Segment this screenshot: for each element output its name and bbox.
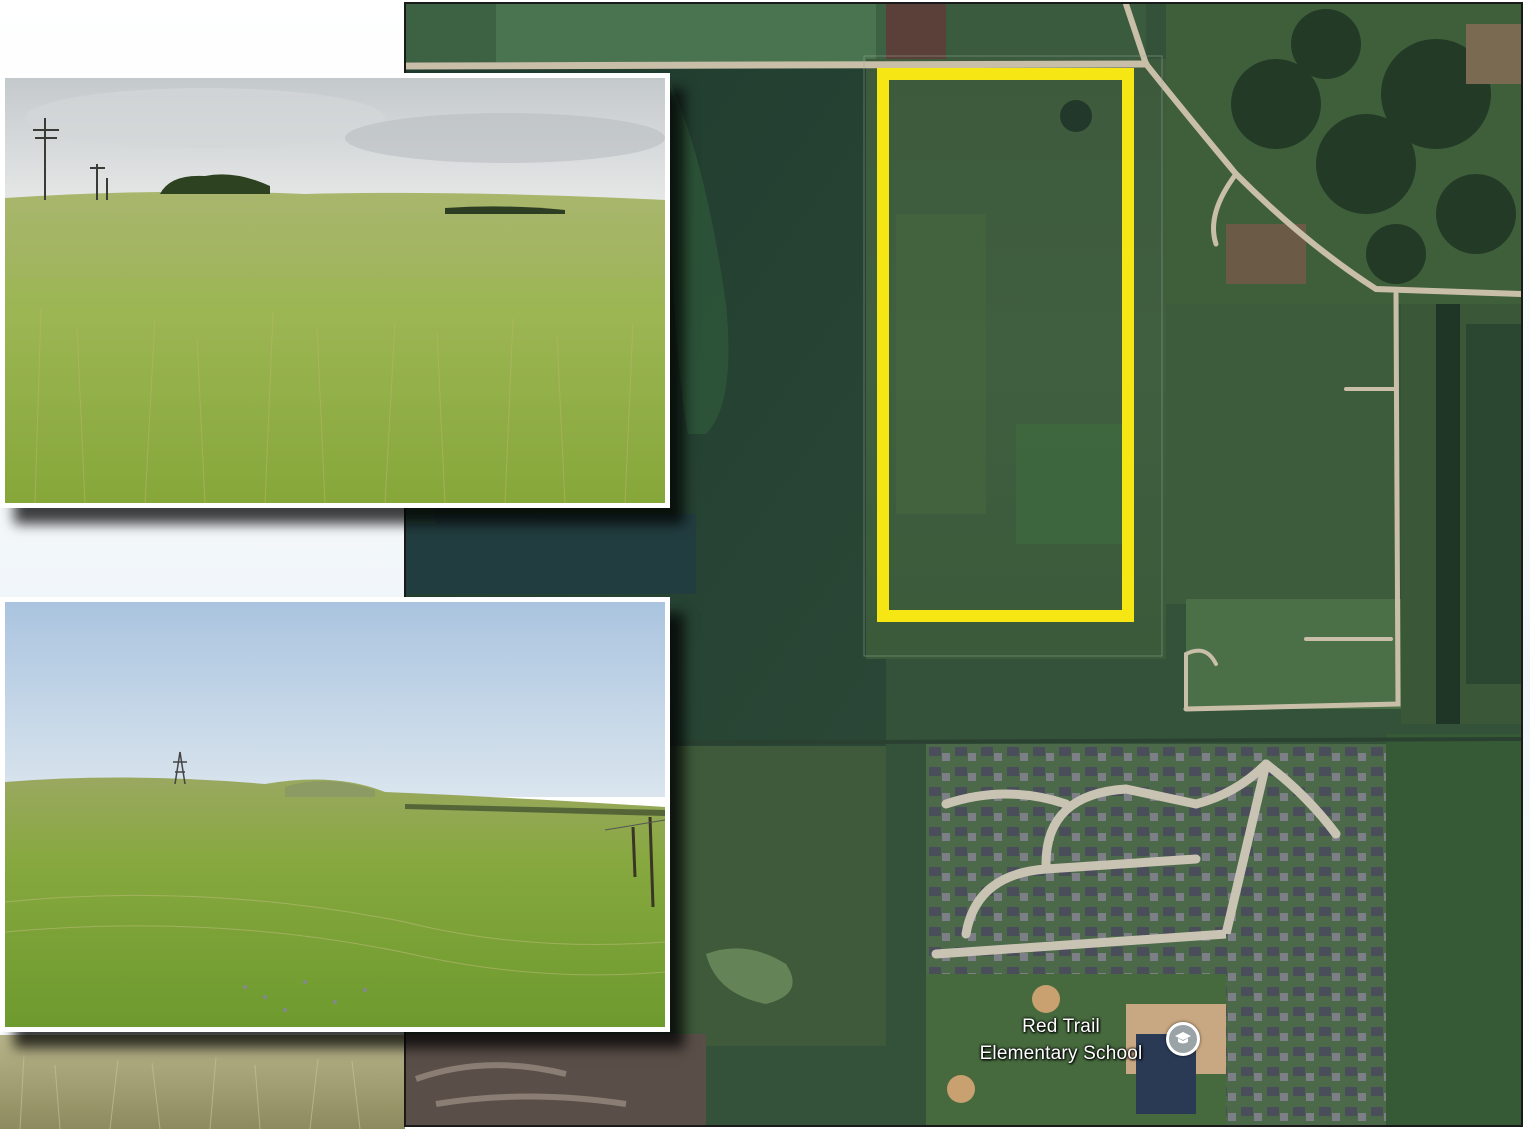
grass-strip-background	[0, 1035, 405, 1129]
grassland-photo-top	[0, 73, 670, 508]
school-label-line2: Elementary School	[979, 1043, 1143, 1064]
school-label-line1: Red Trail	[1022, 1016, 1100, 1037]
highlighted-parcel	[877, 68, 1134, 622]
graduation-cap-icon[interactable]	[1166, 1022, 1200, 1056]
grassland-photo-bottom	[0, 597, 670, 1032]
